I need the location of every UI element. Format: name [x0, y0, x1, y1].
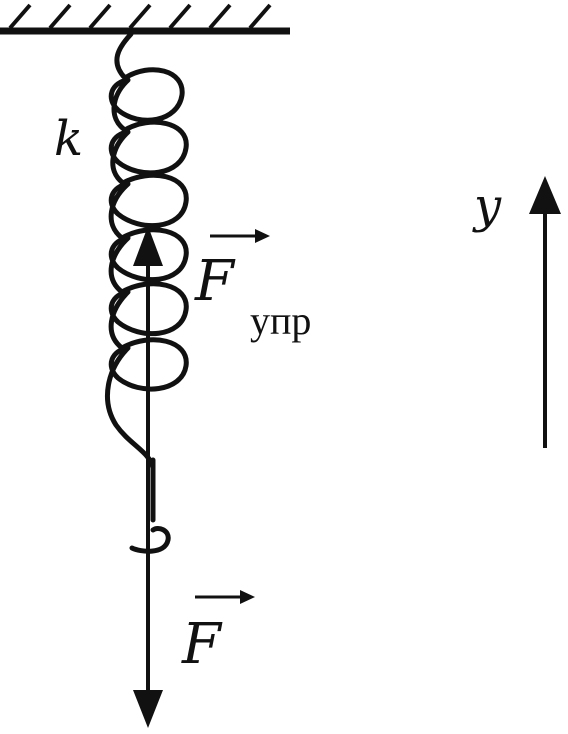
ceiling-hatching — [8, 3, 272, 30]
elastic-force-arrowhead — [133, 226, 163, 266]
y-axis-label: y — [472, 178, 502, 234]
elastic-force-vector-mark — [210, 229, 270, 243]
ceiling-support — [0, 3, 290, 35]
spring-coil — [105, 31, 189, 471]
spring-end-hook — [129, 457, 171, 554]
elastic-force-subscript: упр — [250, 298, 311, 343]
elastic-force-label: F — [194, 249, 236, 314]
applied-force-label: F — [181, 612, 223, 677]
y-axis-arrowhead — [529, 176, 561, 214]
applied-force-vector-mark — [195, 590, 255, 604]
spring-constant-label: k — [54, 111, 83, 167]
applied-force-arrowhead — [133, 690, 163, 728]
